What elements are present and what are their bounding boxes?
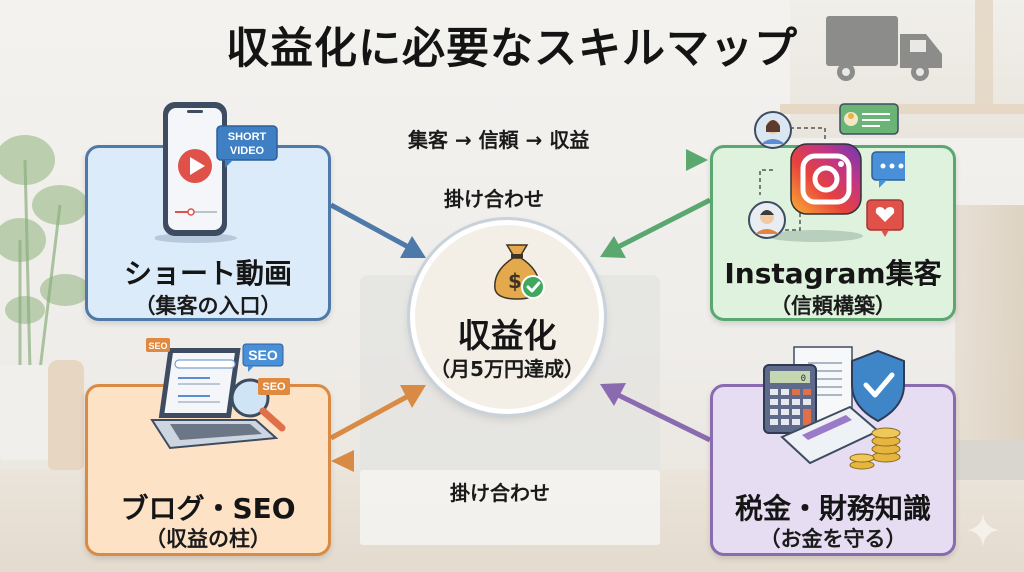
instagram-icon [790, 143, 862, 215]
combine-label-top: 掛け合わせ [444, 187, 544, 211]
arrow-tax-to-blog [331, 450, 710, 472]
smartphone-play-icon: SHORT VIDEO [155, 102, 278, 243]
card-instagram-title: Instagram集客 [724, 257, 942, 290]
svg-text:0: 0 [801, 374, 806, 384]
card-tax-finance-title: 税金・財務知識 [734, 492, 931, 525]
card-tax-finance-subtitle: （お金を守る） [759, 527, 907, 551]
center-monetization: $ 収益化 （月5万円達成） [410, 220, 604, 414]
heart-bubble-icon [866, 199, 904, 237]
arrow-tax-to-center [600, 383, 712, 443]
background-books [955, 205, 1024, 445]
svg-text:SHORT: SHORT [228, 131, 267, 143]
flow-label: 集客 → 信頼 → 収益 [408, 128, 590, 152]
background-plant [0, 135, 90, 370]
svg-text:$: $ [508, 269, 522, 293]
arrow-insta-to-center [600, 197, 712, 258]
coins-icon [849, 427, 901, 470]
background-books-stack [955, 440, 1024, 480]
svg-text:VIDEO: VIDEO [230, 145, 265, 157]
card-instagram-subtitle: （信頼構築） [770, 294, 896, 318]
background-vase [48, 360, 84, 470]
arrow-blog-to-center [329, 385, 426, 441]
combine-label-bottom: 掛け合わせ [450, 481, 550, 505]
truck-icon [826, 16, 942, 81]
chat-dots-bubble-icon [871, 151, 905, 188]
instagram-network-illustration [748, 103, 905, 242]
sparkle-icon [967, 514, 999, 546]
card-tax-finance: 税金・財務知識 （お金を守る） [710, 384, 956, 556]
svg-text:SEO: SEO [148, 341, 167, 351]
seo-badge-3: SEO [258, 378, 290, 395]
calculator-shield-icon: 0 [763, 346, 905, 470]
avatar-man-icon [748, 201, 786, 239]
svg-text:SEO: SEO [248, 347, 278, 363]
seo-badge-1: SEO [146, 338, 170, 352]
calculator-icon: 0 [763, 364, 817, 434]
shield-check-icon [851, 349, 905, 423]
card-short-video-subtitle: （集客の入口） [134, 294, 282, 318]
center-subtitle: （月5万円達成） [430, 357, 584, 381]
money-bag-check-icon: $ [494, 244, 545, 300]
laptop-search-icon: SEO SEO SEO [146, 338, 290, 450]
page-title: 収益化に必要なスキルマップ [226, 24, 798, 74]
arrow-video-to-center [329, 202, 426, 258]
seo-badge-2: SEO [242, 343, 284, 372]
card-blog-seo-title: ブログ・SEO [120, 492, 296, 525]
card-instagram: Instagram集客 （信頼構築） [710, 145, 956, 321]
avatar-woman-icon [754, 111, 792, 149]
center-title: 収益化 [457, 316, 557, 355]
card-short-video-title: ショート動画 [123, 257, 292, 290]
svg-text:SEO: SEO [262, 381, 286, 393]
short-video-badge: SHORT VIDEO [216, 125, 278, 168]
background-pot [0, 365, 62, 460]
chat-profile-bubble-icon [839, 103, 899, 135]
card-blog-seo-subtitle: （収益の柱） [145, 527, 271, 551]
